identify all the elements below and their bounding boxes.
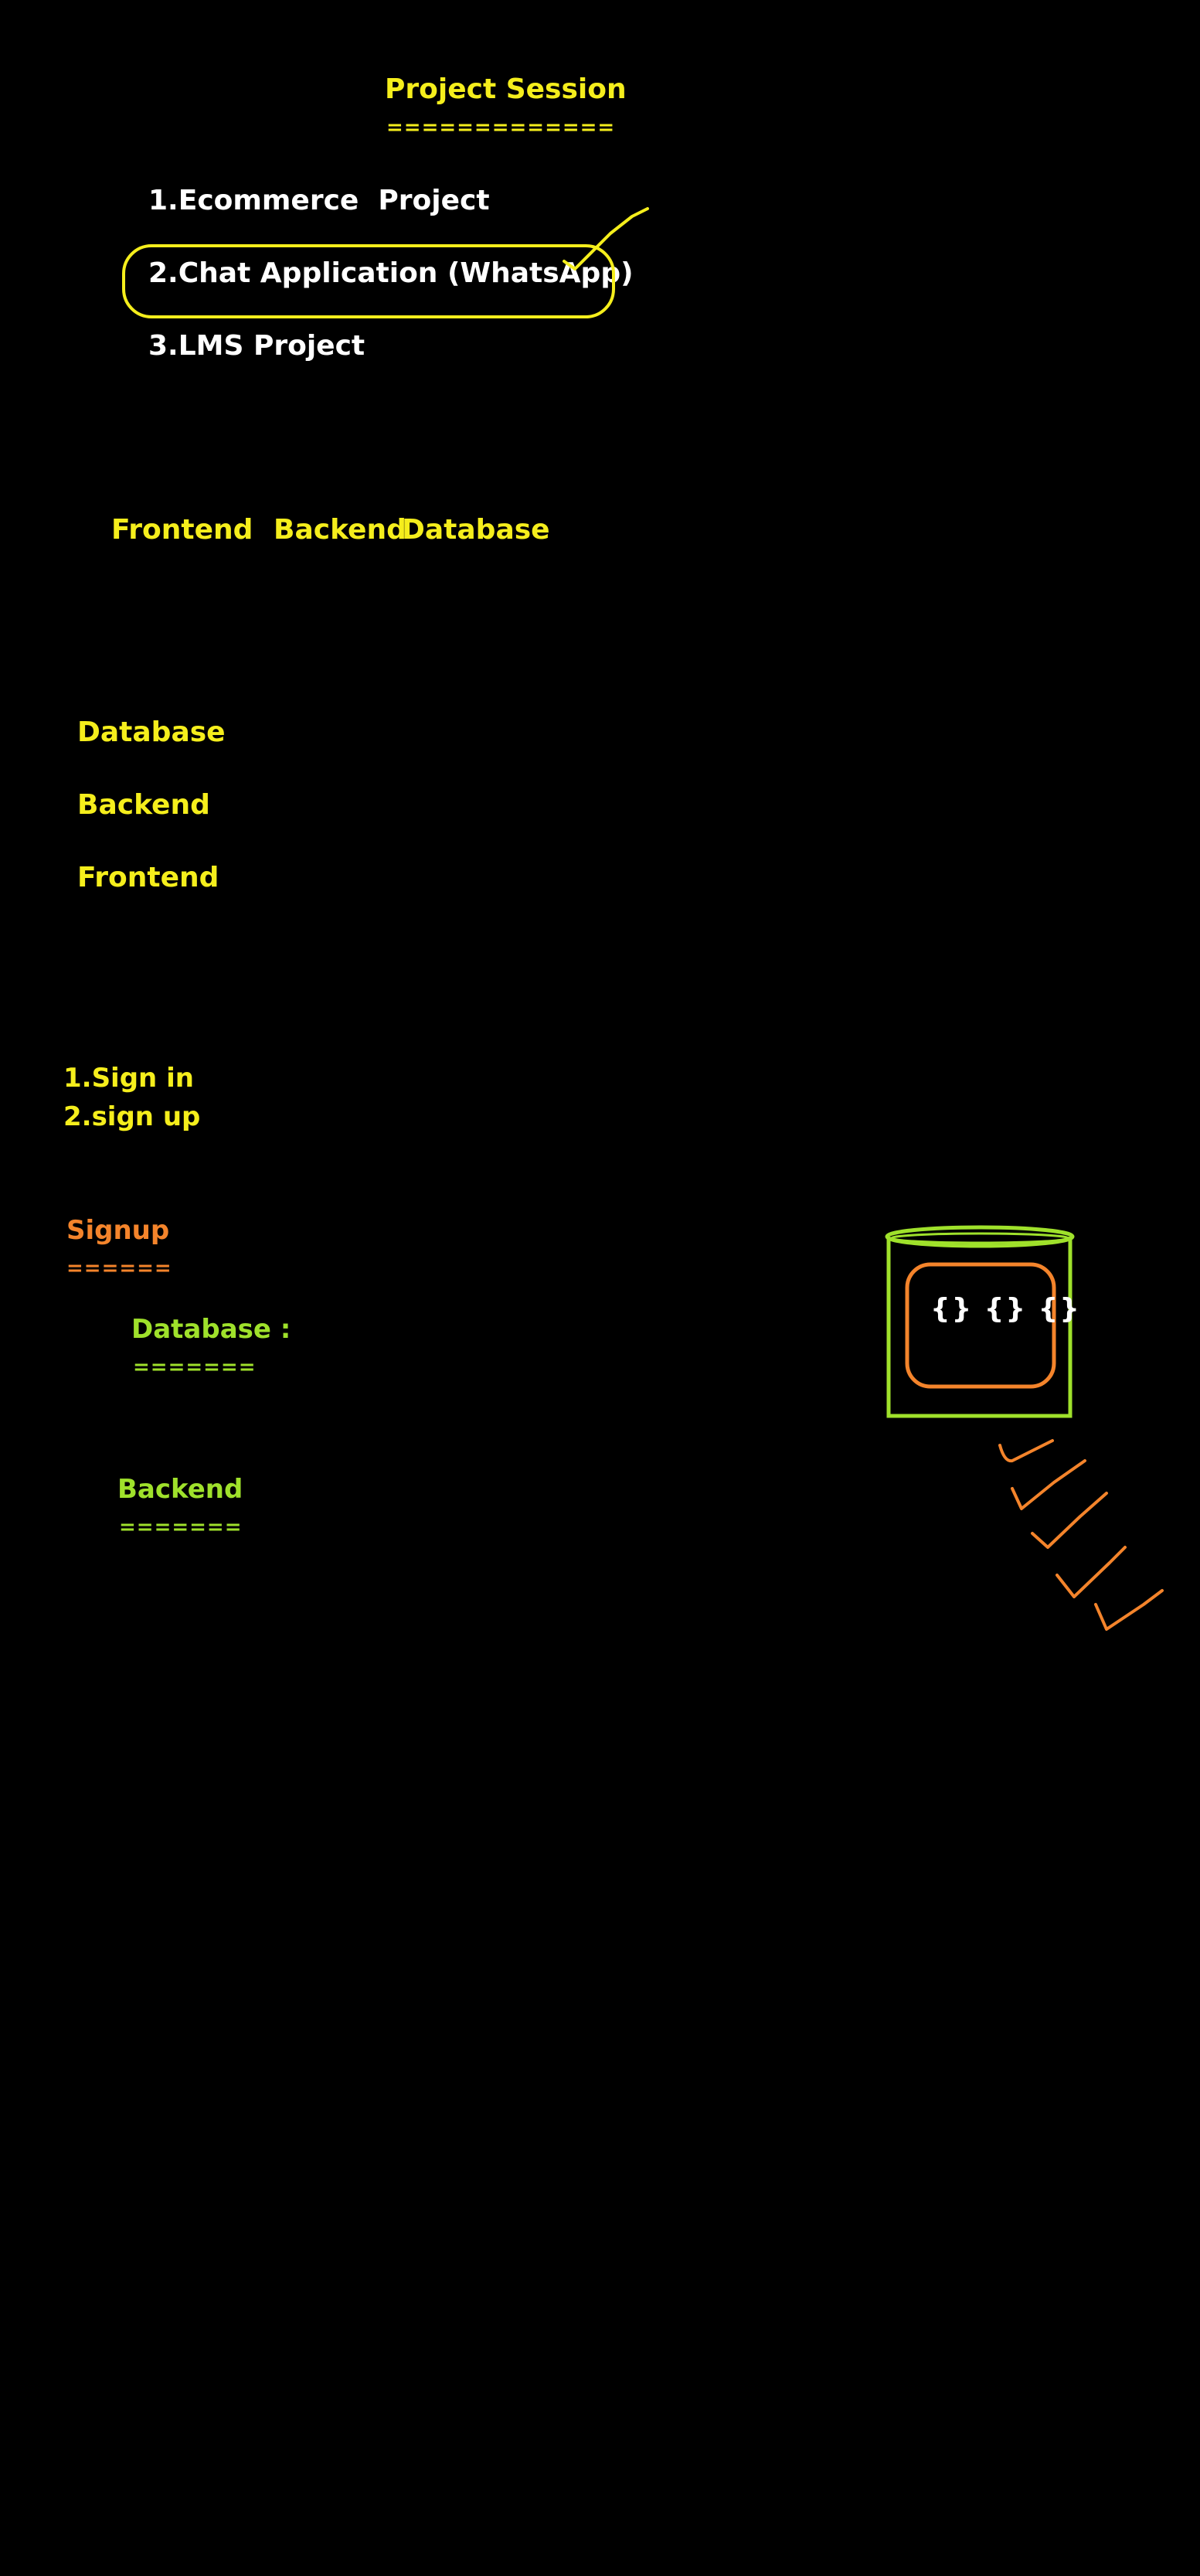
- signup-title: Signup: [66, 1215, 170, 1246]
- signup-database-underline: =======: [133, 1356, 257, 1379]
- highlight-box: [122, 244, 615, 318]
- signup-backend-title: Backend: [117, 1474, 243, 1505]
- stack-row-frontend: Frontend: [111, 514, 253, 546]
- stack-row-backend: Backend: [274, 514, 406, 546]
- stack-column-backend: Backend: [77, 789, 210, 821]
- project-item-lms: 3.LMS Project: [148, 330, 365, 362]
- db-json-label: {} {} {}: [930, 1293, 1081, 1325]
- title-underline: =============: [386, 116, 616, 139]
- page-title: Project Session: [385, 73, 627, 105]
- stack-column-database: Database: [77, 716, 226, 748]
- database-cylinder-icon: [885, 1225, 1075, 1418]
- stack-row-database: Database: [402, 514, 550, 546]
- check-mark-icon: [563, 207, 649, 271]
- auth-sign-up: 2.sign up: [63, 1101, 201, 1132]
- signup-underline: ======: [66, 1257, 172, 1280]
- document-box: [905, 1262, 1056, 1389]
- auth-sign-in: 1.Sign in: [63, 1063, 194, 1094]
- project-item-chat: 2.Chat Application (WhatsApp): [148, 257, 634, 289]
- stack-column-frontend: Frontend: [77, 862, 219, 893]
- tick-marks-icon: [998, 1439, 1164, 1631]
- project-item-ecommerce: 1.Ecommerce Project: [148, 185, 490, 216]
- signup-database-title: Database :: [131, 1314, 291, 1345]
- signup-backend-underline: =======: [119, 1516, 243, 1539]
